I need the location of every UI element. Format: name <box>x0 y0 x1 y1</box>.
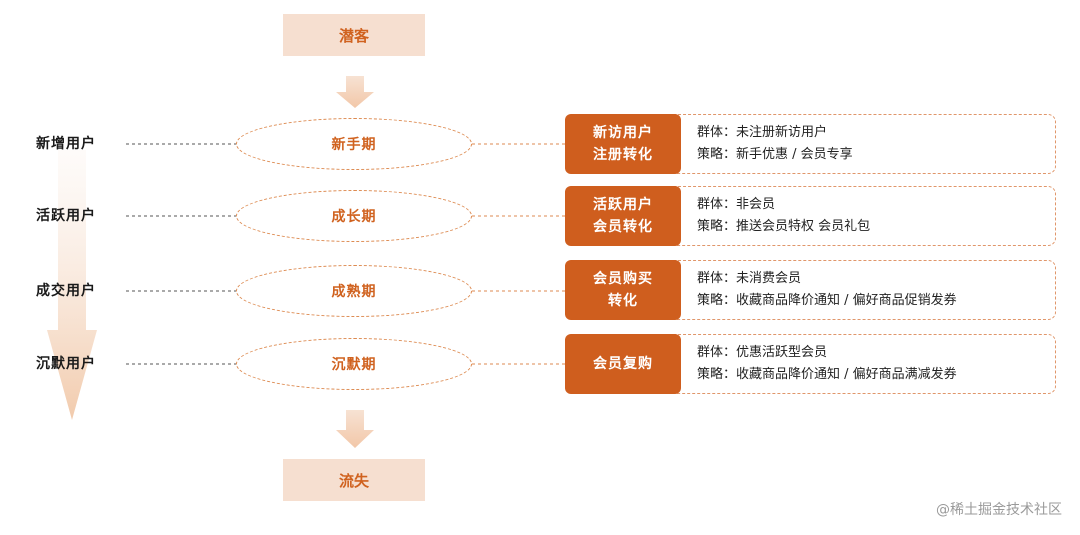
tag-line: 注册转化 <box>593 147 653 163</box>
user-label-new: 新增用户 <box>36 136 96 152</box>
phase-ellipse-growth: 成长期 <box>236 190 472 242</box>
phase-ellipse-newbie: 新手期 <box>236 118 472 170</box>
tag-box-3: 会员购买 转化 <box>565 260 681 320</box>
user-label-silent: 沉默用户 <box>36 356 96 372</box>
strategy-text: 策略：收藏商品降价通知 / 偏好商品满减发券 <box>697 367 957 382</box>
strategy-text: 策略：新手优惠 / 会员专享 <box>697 147 853 162</box>
tag-line: 新访用户 <box>593 125 653 141</box>
arrow-top-to-new <box>336 76 374 108</box>
user-label-deal: 成交用户 <box>36 283 96 299</box>
info-card-2: 群体：非会员 策略：推送会员特权 会员礼包 <box>660 186 1056 246</box>
phase-label: 成长期 <box>331 209 377 225</box>
tag-line: 转化 <box>608 293 638 309</box>
strategy-text: 策略：收藏商品降价通知 / 偏好商品促销发券 <box>697 293 957 308</box>
tag-line: 会员转化 <box>593 219 653 235</box>
stage-prospect-box: 潜客 <box>283 14 425 56</box>
info-card-3: 群体：未消费会员 策略：收藏商品降价通知 / 偏好商品促销发券 <box>660 260 1056 320</box>
phase-ellipse-silent: 沉默期 <box>236 338 472 390</box>
group-text: 群体：优惠活跃型会员 <box>697 345 828 360</box>
lifecycle-down-arrow <box>47 150 97 420</box>
tag-line: 会员复购 <box>593 356 653 372</box>
phase-label: 新手期 <box>331 137 377 153</box>
group-text: 群体：非会员 <box>697 197 776 212</box>
stage-churn-box: 流失 <box>283 459 425 501</box>
stage-prospect-label: 潜客 <box>338 26 369 45</box>
group-text: 群体：未消费会员 <box>697 271 802 286</box>
tag-box-4: 会员复购 <box>565 334 681 394</box>
group-text: 群体：未注册新访用户 <box>697 125 828 140</box>
watermark-text: @稀土掘金技术社区 <box>936 502 1062 518</box>
strategy-text: 策略：推送会员特权 会员礼包 <box>697 219 871 234</box>
arrow-silent-to-churn <box>336 410 374 448</box>
info-card-1: 群体：未注册新访用户 策略：新手优惠 / 会员专享 <box>660 114 1056 174</box>
tag-box-2: 活跃用户 会员转化 <box>565 186 681 246</box>
phase-label: 沉默期 <box>331 357 377 373</box>
user-label-active: 活跃用户 <box>36 208 96 224</box>
tag-line: 活跃用户 <box>593 197 653 213</box>
phase-ellipse-mature: 成熟期 <box>236 265 472 317</box>
tag-box-1: 新访用户 注册转化 <box>565 114 681 174</box>
info-card-4: 群体：优惠活跃型会员 策略：收藏商品降价通知 / 偏好商品满减发券 <box>660 334 1056 394</box>
phase-label: 成熟期 <box>331 284 377 300</box>
tag-line: 会员购买 <box>593 271 653 287</box>
stage-churn-label: 流失 <box>338 471 369 490</box>
